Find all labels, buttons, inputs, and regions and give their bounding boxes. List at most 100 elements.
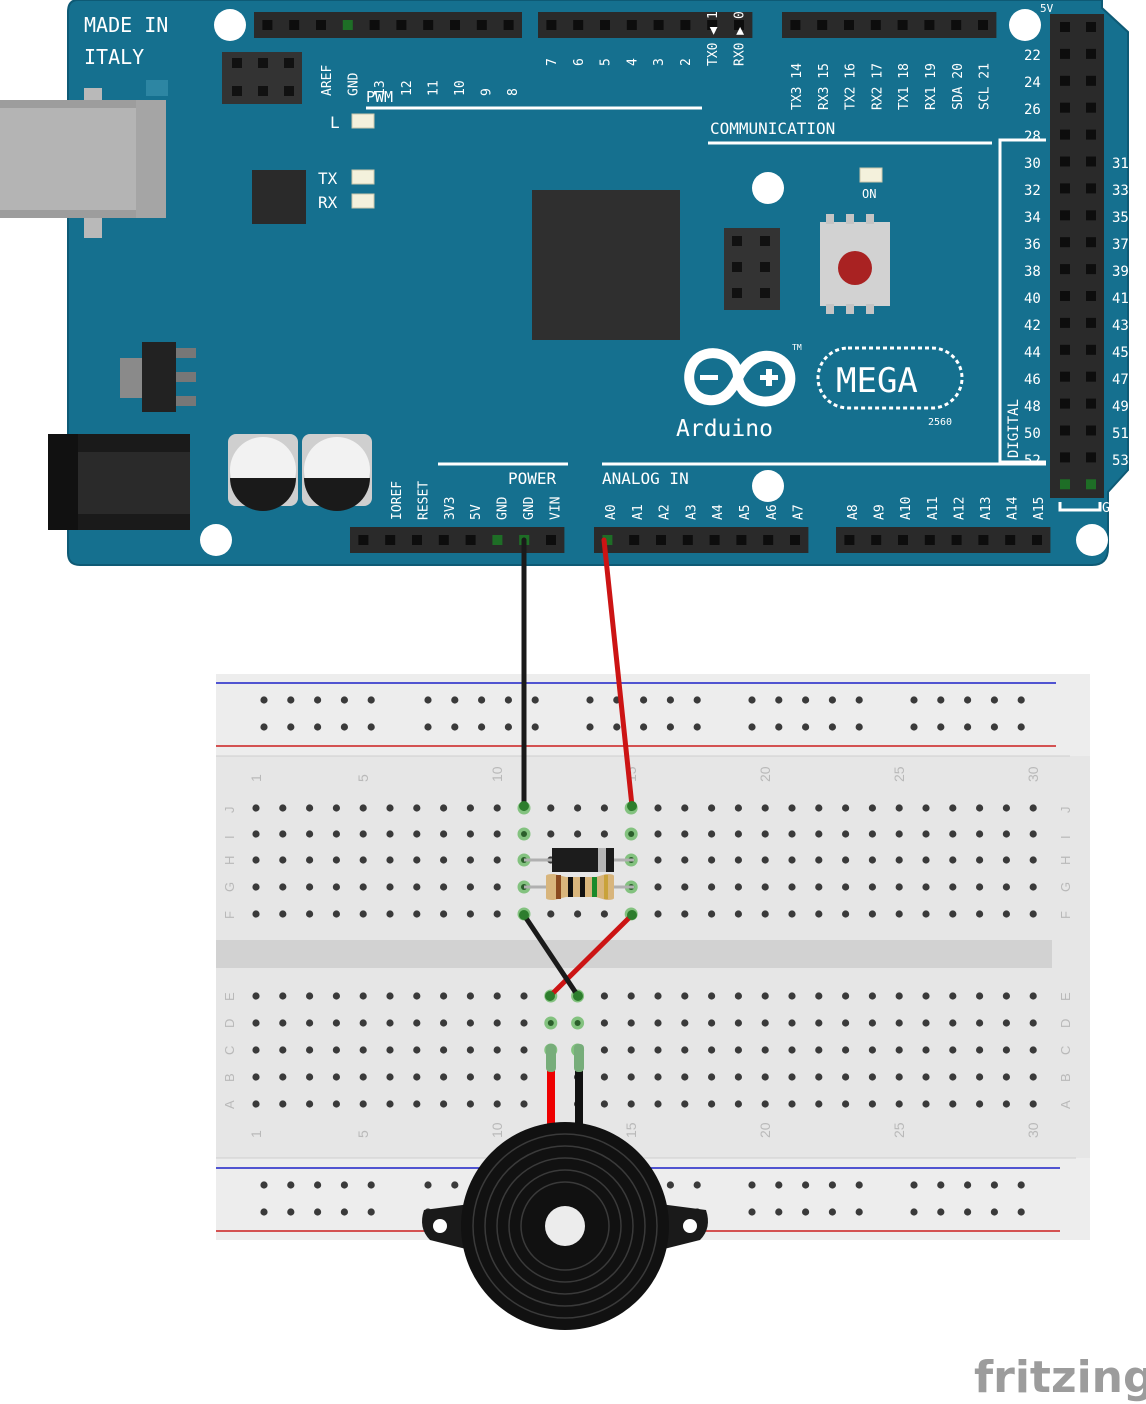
capacitor [228,434,298,511]
breadboard-hole [666,1181,675,1189]
breadboard-hole [949,856,957,864]
row-letter: C [1058,1046,1073,1055]
breadboard-hole [828,1208,837,1216]
breadboard-hole [306,856,314,864]
column-number: 20 [757,1122,773,1138]
power-pin-label: VIN [548,497,563,520]
header-pin [1005,535,1016,545]
breadboard-hole [493,1073,501,1081]
breadboard-hole [734,883,743,891]
pin-label: TX2 16 [844,63,859,110]
breadboard-hole [600,804,609,812]
breadboard-hole [440,992,448,1000]
breadboard-center-channel [216,940,1052,968]
breadboard-hole [895,856,903,864]
breadboard-hole [466,830,474,838]
header-analog-a [594,527,809,553]
header-pin [1060,425,1070,436]
breadboard-hole [681,1073,689,1081]
power-pin-label: GND [522,496,537,520]
power-pin-label: 3V3 [443,497,458,520]
digital-pin-label: 45 [1112,345,1129,361]
breadboard-hole [976,1019,984,1027]
pin-label: 10 [453,80,468,96]
breadboard-hole [332,1100,340,1108]
header-pin [680,20,691,30]
breadboard-hole [424,1181,432,1189]
digital-pin-label: 34 [1024,210,1041,226]
resistor [524,874,634,900]
breadboard-hole [413,910,421,918]
breadboard-hole [260,696,268,704]
pin-label: GND [347,72,362,96]
header-pin [978,20,988,30]
breadboard-hole [1002,992,1011,1000]
breadboard-hole [1017,1208,1025,1216]
breadboard-hole [842,804,850,812]
breadboard-hole [654,1046,662,1054]
breadboard-hole [493,910,501,918]
header-pin [602,535,613,545]
breadboard-hole [332,830,340,838]
breadboard-hole [868,1073,877,1081]
row-letter: F [1058,911,1073,919]
breadboard-hole [976,883,984,891]
breadboard-hole [815,992,823,1000]
breadboard-hole [788,830,796,838]
breadboard-hole [654,1073,662,1081]
row-letter: B [1058,1073,1073,1082]
header-pin [924,20,935,30]
breadboard-hole [964,696,972,704]
breadboard-hole [260,1208,268,1216]
header-pin [1086,479,1096,490]
breadboard-hole [493,992,501,1000]
breadboard-hole [842,830,850,838]
breadboard-hole [922,1100,930,1108]
digital-pin-label: 31 [1112,156,1129,172]
breadboard-hole [1002,1019,1011,1027]
breadboard-hole [359,804,367,812]
header-pin [656,535,666,545]
breadboard-hole [1002,883,1011,891]
analog-label: ANALOG IN [602,469,689,488]
breadboard-hole [306,1019,314,1027]
mounting-hole [752,172,784,204]
breadboard-hole [1017,723,1025,731]
digital-pin-label: 39 [1112,264,1129,280]
breadboard-hole [815,856,823,864]
header-pin [1060,264,1070,275]
breadboard-hole [681,992,689,1000]
breadboard-hole [761,910,769,918]
made-in-label: MADE IN [84,13,168,37]
analog-pin-label: A5 [738,504,753,520]
header-pin [1060,48,1070,59]
column-number: 30 [1025,1122,1041,1138]
voltage-regulator [120,342,196,412]
breadboard-hole [1002,910,1011,918]
digital-pin-label: 51 [1112,426,1129,442]
breadboard-hole [252,856,260,864]
led-l [351,113,375,129]
breadboard-hole [949,992,957,1000]
breadboard-hole [788,1100,796,1108]
mounting-hole [1009,9,1041,41]
header-pin [438,535,449,545]
breadboard-hole [332,804,340,812]
pin-label: TX0 ◀ 1 [706,11,721,66]
breadboard-hole [681,804,689,812]
header-pin [573,20,584,30]
pin-label: TX1 18 [897,63,912,110]
breadboard-hole [922,830,930,838]
header-pin [342,20,353,30]
breadboard-hole [359,883,367,891]
breadboard-hole [681,830,689,838]
breadboard-hole [895,804,903,812]
breadboard-hole [761,1046,769,1054]
breadboard-hole [547,804,555,812]
breadboard-hole [451,696,459,704]
breadboard-hole [815,1046,823,1054]
header-pin [1086,22,1096,32]
breadboard-hole [842,1019,850,1027]
digital-pin-label: 42 [1024,318,1041,334]
